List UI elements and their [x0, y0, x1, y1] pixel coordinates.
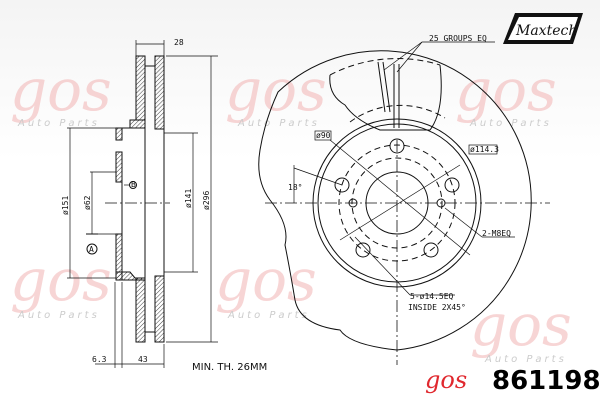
vents-label: 25 GROUPS EQ — [429, 34, 487, 43]
watermark-logo: gos — [215, 246, 317, 314]
bolt-holes-label: 5-ø14.5EQ — [410, 292, 454, 301]
watermark-text: Auto Parts — [469, 118, 552, 129]
bolt-hole — [334, 177, 350, 193]
bolt-hole — [444, 177, 460, 193]
part-number: 861198 — [492, 366, 600, 396]
watermark-text: Auto Parts — [227, 310, 310, 321]
watermark-logo: gos — [225, 56, 327, 124]
hat-top — [116, 119, 146, 129]
friction-plate-outer-top — [154, 55, 165, 130]
watermark-text: Auto Parts — [17, 310, 100, 321]
svg-text:gos: gos — [425, 366, 467, 394]
watermark-text: Auto Parts — [17, 118, 100, 129]
dim-hat-diameter: ø151 — [61, 196, 70, 215]
friction-plate-inner-top — [135, 55, 146, 121]
dim-bore-diameter: ø62 — [83, 195, 92, 210]
front-view: 18° ø90 ø114.3 25 GROUPS EQ 2-M8EQ 5-ø14… — [258, 34, 550, 365]
bolt-hole — [355, 242, 371, 258]
dim-offset: 6.3 — [92, 355, 107, 364]
datum-b: B — [131, 180, 136, 189]
hub-top — [115, 151, 123, 183]
watermark-text: Auto Parts — [484, 354, 567, 365]
watermark: gos gos gos gos gos gos Auto Parts Auto … — [10, 56, 572, 365]
datum-b-marker — [129, 181, 137, 189]
datum-a: A — [89, 245, 94, 254]
friction-plate-inner-bottom — [135, 277, 146, 343]
watermark-logo: gos — [470, 291, 572, 359]
svg-text:Maxtech: Maxtech — [515, 23, 577, 39]
chamfer-label: INSIDE 2X45° — [408, 303, 466, 312]
dim-outer-diameter: ø296 — [202, 191, 211, 210]
angle-label: 18° — [288, 183, 302, 192]
watermark-logo: gos — [455, 56, 557, 124]
friction-plate-outer-bottom — [154, 275, 165, 343]
bolt-hole — [389, 138, 405, 154]
watermark-logo: gos — [10, 246, 112, 314]
threaded-holes-label: 2-M8EQ — [482, 229, 511, 238]
pcd-label: ø90 — [316, 131, 331, 140]
maxtech-logo: Maxtech — [503, 13, 583, 44]
watermark-text: Auto Parts — [237, 118, 320, 129]
bolt-circle-label: ø114.3 — [470, 145, 499, 154]
gos-logo: gos — [425, 366, 467, 394]
bolt-hole — [423, 242, 439, 258]
datum-a-marker — [86, 243, 98, 255]
min-thickness-label: MIN. TH. 26MM — [192, 362, 267, 373]
hat-wall-top — [115, 127, 123, 141]
hub-bottom — [115, 233, 123, 281]
dim-inner-diameter: ø141 — [184, 189, 193, 208]
dim-width-top: 28 — [174, 38, 184, 47]
side-view: 28 ø296 ø141 ø151 ø62 A B 6.3 43 — [61, 38, 218, 368]
dim-height: 43 — [138, 355, 148, 364]
watermark-logo: gos — [10, 56, 112, 124]
